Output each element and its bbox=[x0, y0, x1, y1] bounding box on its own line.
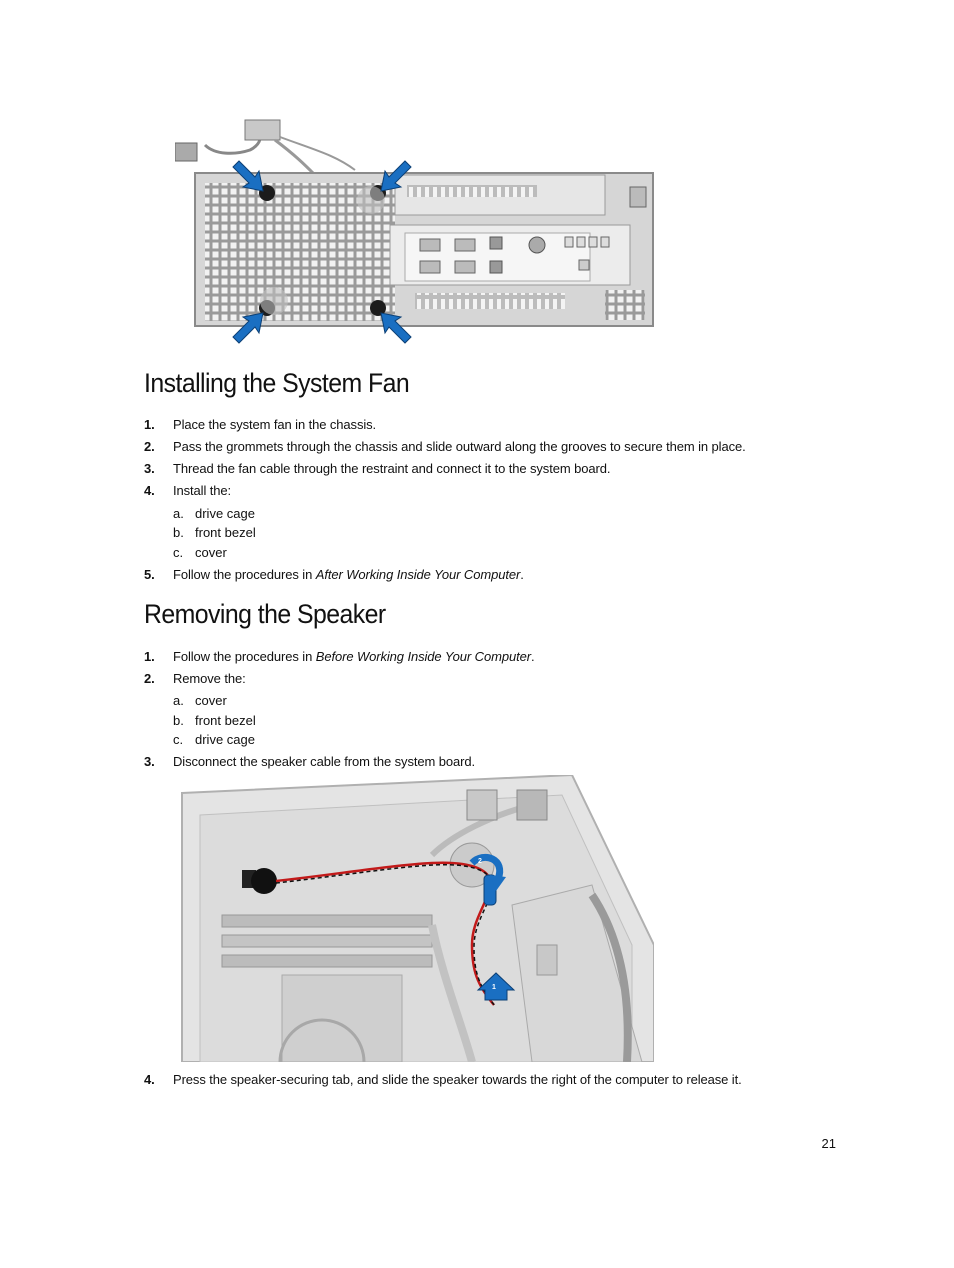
step-number: 4. bbox=[144, 1072, 155, 1087]
step-text-lead: Follow the procedures in bbox=[173, 567, 316, 582]
step-text: Follow the procedures in After Working I… bbox=[173, 567, 524, 583]
callout-2-label: 2 bbox=[478, 858, 482, 865]
substep-letter: a. bbox=[173, 693, 184, 708]
page-number: 21 bbox=[821, 1136, 836, 1151]
section-title-removing-speaker: Removing the Speaker bbox=[144, 599, 386, 629]
step-number: 1. bbox=[144, 417, 155, 432]
substep-letter: a. bbox=[173, 506, 184, 521]
substep-letter: c. bbox=[173, 732, 184, 747]
step-text-tail: . bbox=[530, 649, 535, 664]
step-number: 2. bbox=[144, 439, 155, 454]
arrow-bottom-left-icon bbox=[232, 312, 264, 344]
step-text: Install the: bbox=[173, 483, 232, 498]
step-text: Disconnect the speaker cable from the sy… bbox=[173, 754, 475, 769]
step-text-tail: . bbox=[520, 567, 524, 582]
procedure-reference-link[interactable]: After Working Inside Your Computer bbox=[315, 567, 521, 582]
substep-letter: b. bbox=[173, 713, 184, 728]
substep-letter: c. bbox=[173, 545, 184, 560]
substep-text: front bezel bbox=[195, 713, 256, 728]
system-board-illustration bbox=[172, 773, 655, 1106]
step-text: Thread the fan cable through the restrai… bbox=[173, 461, 611, 476]
step-number: 1. bbox=[144, 649, 155, 664]
arrow-top-left-icon bbox=[232, 160, 264, 192]
step-text: Follow the procedures in Before Working … bbox=[173, 649, 535, 665]
step-text: Press the speaker-securing tab, and slid… bbox=[173, 1072, 742, 1087]
speaker-cable-figure: 2 1 bbox=[172, 773, 655, 1106]
step-number: 3. bbox=[144, 461, 155, 476]
substep-text: cover bbox=[195, 693, 227, 708]
fan-grommets-figure bbox=[174, 115, 655, 347]
substep-text: drive cage bbox=[195, 732, 255, 747]
step-text-lead: Follow the procedures in bbox=[173, 649, 316, 664]
substep-text: front bezel bbox=[195, 525, 256, 540]
arrow-bottom-right-icon bbox=[380, 312, 412, 344]
step-number: 5. bbox=[144, 567, 155, 582]
procedure-reference-link[interactable]: Before Working Inside Your Computer bbox=[315, 649, 531, 664]
step-number: 2. bbox=[144, 671, 155, 686]
chassis-illustration bbox=[174, 119, 654, 327]
step-text: Remove the: bbox=[173, 671, 246, 686]
substep-text: cover bbox=[195, 545, 227, 560]
substep-text: drive cage bbox=[195, 506, 255, 521]
step-text: Place the system fan in the chassis. bbox=[173, 417, 377, 432]
substep-letter: b. bbox=[173, 525, 184, 540]
step-number: 4. bbox=[144, 483, 155, 498]
arrow-top-right-icon bbox=[380, 160, 412, 192]
callout-1-label: 1 bbox=[492, 984, 496, 991]
step-number: 3. bbox=[144, 754, 155, 769]
section-title-installing-system-fan: Installing the System Fan bbox=[144, 368, 410, 398]
step-text: Pass the grommets through the chassis an… bbox=[173, 439, 746, 454]
